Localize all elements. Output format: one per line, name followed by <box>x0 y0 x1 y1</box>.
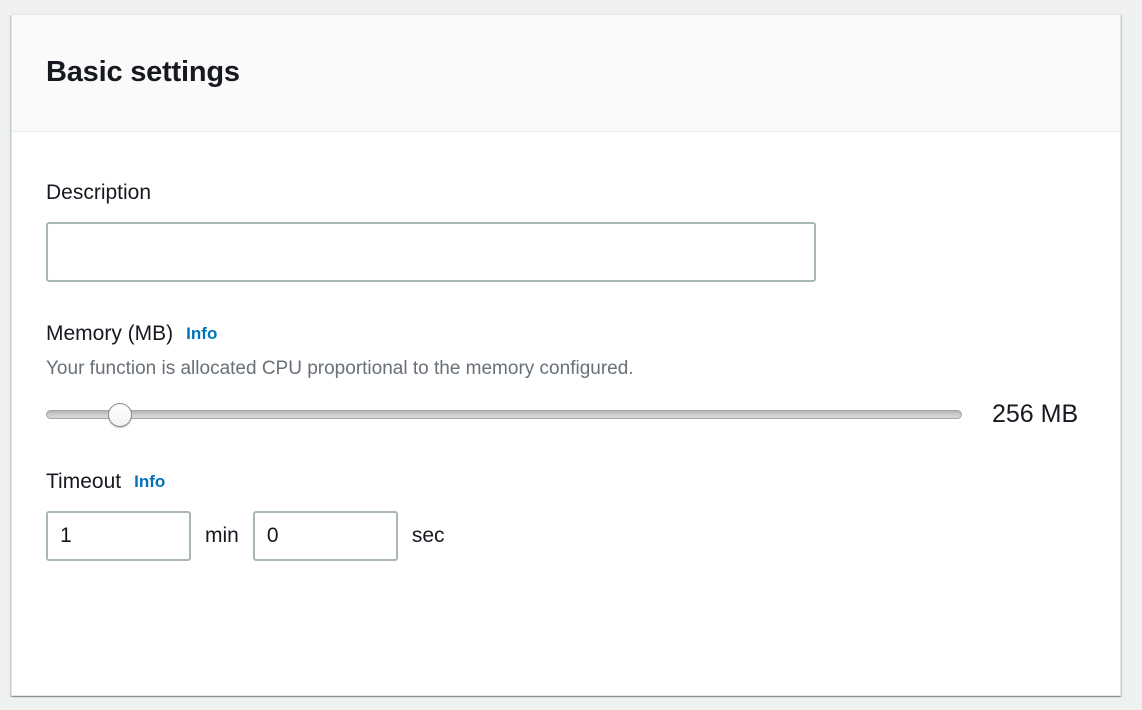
page-title: Basic settings <box>46 56 240 89</box>
timeout-label: Timeout Info <box>46 469 1086 495</box>
memory-hint-text: Your function is allocated CPU proportio… <box>46 357 634 379</box>
timeout-label-text: Timeout <box>46 470 122 494</box>
memory-slider[interactable] <box>46 399 962 430</box>
timeout-inputs-row: min sec <box>46 511 1086 562</box>
timeout-info-link[interactable]: Info <box>134 472 166 492</box>
description-input[interactable] <box>46 222 816 283</box>
memory-slider-row: 256 MB <box>46 399 1086 430</box>
memory-value-label: 256 MB <box>992 399 1079 428</box>
description-field-group: Description <box>46 180 1086 283</box>
memory-slider-wrap <box>46 399 962 430</box>
timeout-seconds-input[interactable] <box>252 511 398 562</box>
basic-settings-card: Basic settings Description Memory (MB) I… <box>11 14 1121 696</box>
timeout-field-group: Timeout Info min sec <box>46 469 1086 562</box>
memory-info-link[interactable]: Info <box>186 324 218 344</box>
memory-label: Memory (MB) Info <box>46 321 1086 347</box>
card-header: Basic settings <box>12 15 1120 132</box>
memory-label-text: Memory (MB) <box>46 322 174 346</box>
description-label-text: Description <box>46 181 152 204</box>
timeout-seconds-unit-label: sec <box>411 524 445 548</box>
timeout-minutes-input[interactable] <box>46 511 191 562</box>
memory-field-group: Memory (MB) Info Your function is alloca… <box>46 321 1086 430</box>
description-label: Description <box>46 180 1086 206</box>
timeout-minutes-unit-label: min <box>205 524 239 548</box>
card-body: Description Memory (MB) Info Your functi… <box>12 132 1120 562</box>
